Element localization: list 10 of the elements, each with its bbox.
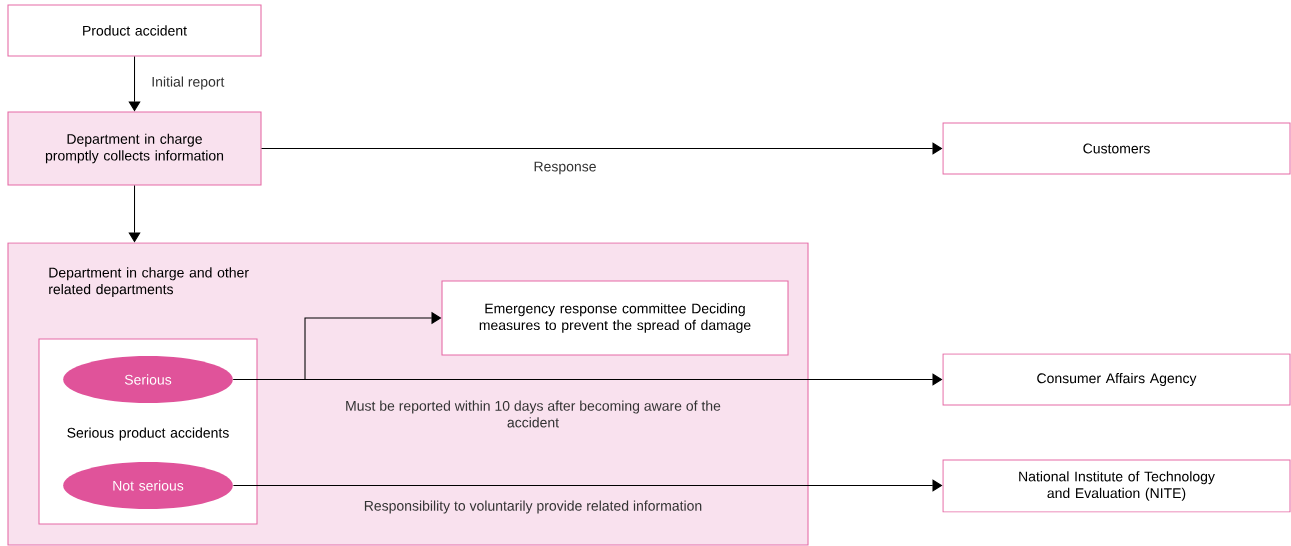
process-box: Customers — [942, 122, 1291, 175]
edge-label: Response — [534, 161, 596, 175]
edge-label: Must be reported within 10 days after becoming aware of the accident — [346, 400, 721, 428]
process-box: National Institute of Technology and Evaluation (NITE) — [942, 459, 1291, 513]
process-box: Consumer Affairs Agency — [942, 353, 1291, 406]
edge-label: Initial report — [152, 76, 225, 90]
process-box: Product accident — [7, 4, 262, 57]
edge-label: Responsibility to voluntarily provide related information — [364, 500, 702, 514]
process-box: Department in charge promptly collects information — [7, 111, 262, 186]
process-box: Emergency response committee Deciding measures to prevent the spread of damage — [441, 280, 789, 356]
